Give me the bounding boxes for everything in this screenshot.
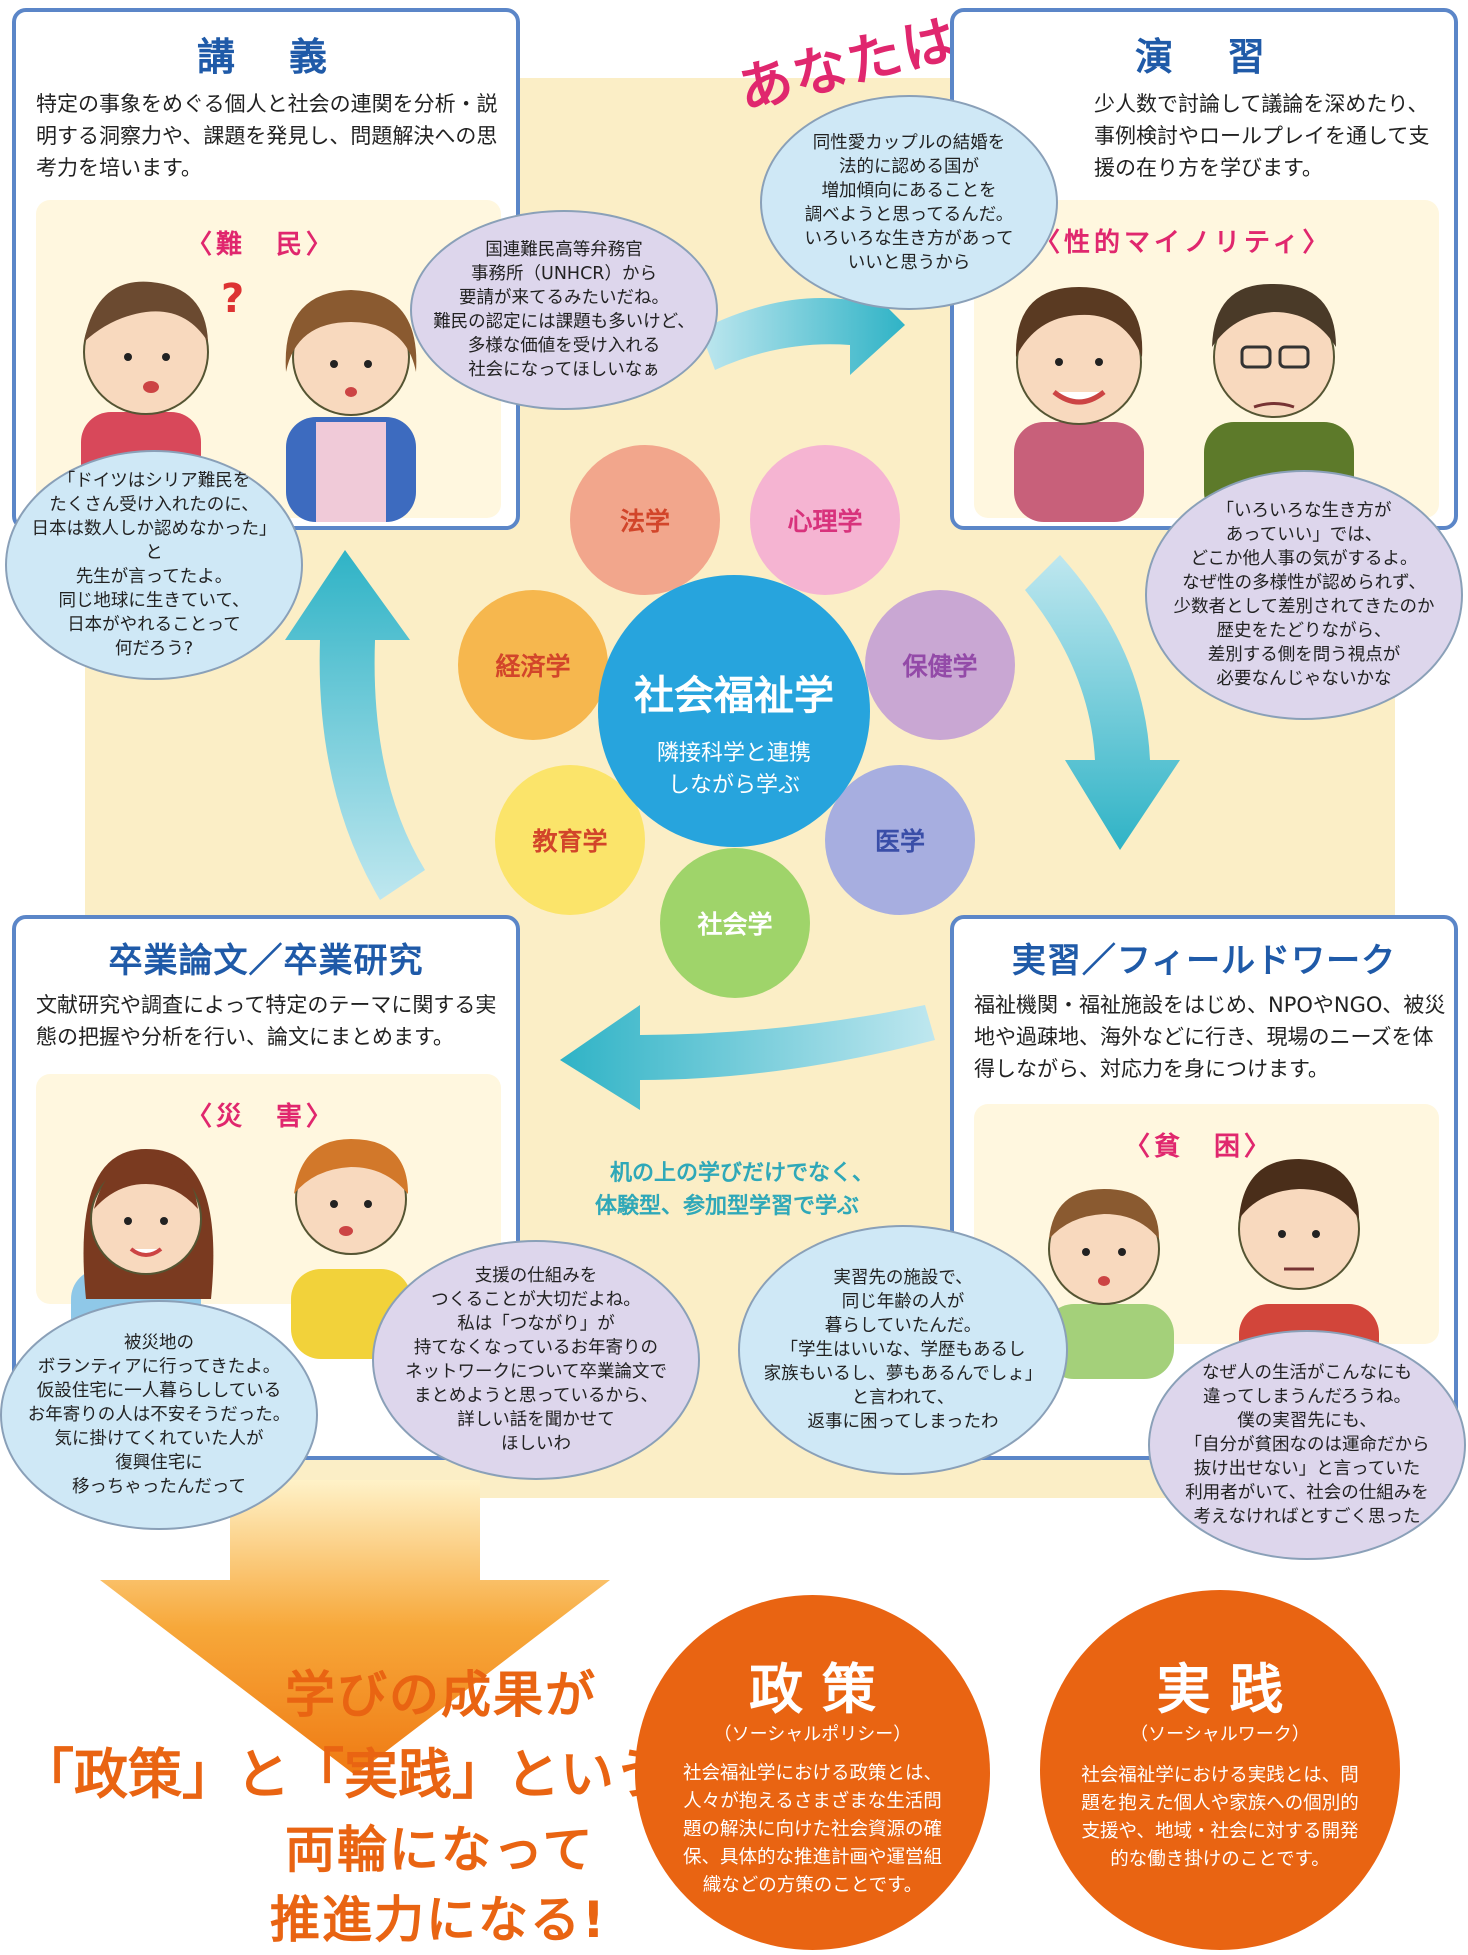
- practice-circle: 実 践 （ソーシャルワーク） 社会福祉学における実践とは、問題を抱えた個人や家族…: [1040, 1590, 1400, 1950]
- practice-desc: 社会福祉学における実践とは、問題を抱えた個人や家族への個別的支援や、地域・社会に…: [1081, 1765, 1359, 1870]
- lecture-bubble-left: 「ドイツはシリア難民を たくさん受け入れたのに、 日本は数人しか認めなかった」と…: [5, 450, 303, 680]
- petal-education: 教育学: [495, 765, 645, 915]
- svg-text:?: ?: [221, 276, 244, 322]
- thesis-topic: 〈災 害〉: [186, 1102, 337, 1132]
- seminar-bubble-top: 同性愛カップルの結婚を 法的に認める国が 増加傾向にあることを 調べようと思って…: [760, 95, 1058, 310]
- practice-sub: （ソーシャルワーク）: [1130, 1724, 1310, 1745]
- fieldwork-topic: 〈貧 困〉: [1124, 1132, 1275, 1162]
- seminar-bubble-right: 「いろいろな生き方が あっていい」では、 どこか他人事の気がするよ。 なぜ性の多…: [1145, 470, 1463, 720]
- result-line1: 学びの成果が: [285, 1666, 597, 1724]
- result-line2: 「政策」と「実践」という: [20, 1743, 668, 1806]
- petal-economics: 経済学: [458, 590, 608, 740]
- result-line4: 推進力になる!: [270, 1891, 607, 1949]
- arrow-left: [285, 550, 425, 900]
- hub-title: 社会福祉学: [634, 673, 834, 719]
- thesis-title: 卒業論文／卒業研究: [108, 941, 424, 981]
- lecture-title: 講 義: [196, 35, 335, 79]
- hub-sub2: しながら学ぶ: [667, 773, 800, 798]
- hub-circle: 社会福祉学 隣接科学と連携 しながら学ぶ: [598, 575, 870, 847]
- fieldwork-title: 実習／フィールドワーク: [1011, 941, 1397, 981]
- thesis-bubble-left: 被災地の ボランティアに行ってきたよ。 仮設住宅に一人暮らししている お年寄りの…: [0, 1300, 318, 1530]
- policy-sub: （ソーシャルポリシー）: [713, 1724, 912, 1745]
- arrow-right: [1025, 555, 1180, 850]
- experience-line1: 机の上の学びだけでなく、: [610, 1161, 875, 1186]
- policy-desc: 社会福祉学における政策とは、人々が抱えるさまざまな生活問題の解決に向けた社会資源…: [682, 1763, 942, 1896]
- lecture-topic: 〈難 民〉: [186, 230, 337, 260]
- practice-title: 実 践: [1156, 1658, 1284, 1721]
- seminar-desc: 少人数で討論して議論を深めたり、事例検討やロールプレイを通して支援の在り方を学び…: [1094, 92, 1430, 180]
- fieldwork-bubble-left: 実習先の施設で、 同じ年齢の人が 暮らしていたんだ。 「学生はいいな、学歴もある…: [738, 1225, 1068, 1475]
- experience-line2: 体験型、参加型学習で学ぶ: [595, 1194, 860, 1219]
- policy-title: 政 策: [749, 1658, 876, 1721]
- petal-psychology: 心理学: [750, 445, 900, 595]
- down-arrow: [100, 1480, 610, 1775]
- thesis-illustration: [71, 1139, 411, 1359]
- seminar-card: 演 習 少人数で討論して議論を深めたり、事例検討やロールプレイを通して支援の在り…: [950, 8, 1458, 530]
- seminar-topic: 〈性的マイノリティ〉: [1034, 228, 1333, 258]
- fieldwork-illustration: [1044, 1159, 1379, 1379]
- hub-sub1: 隣接科学と連携: [656, 741, 811, 766]
- petal-law: 法学: [570, 445, 720, 595]
- petal-sociology: 社会学: [660, 848, 810, 998]
- thesis-bubble-right: 支援の仕組みを つくることが大切だよね。 私は「つながり」が 持てなくなっている…: [372, 1240, 700, 1480]
- petal-health: 保健学: [865, 590, 1015, 740]
- thesis-desc: 文献研究や調査によって特定のテーマに関する実態の把握や分析を行い、論文にまとめま…: [36, 993, 497, 1049]
- seminar-title: 演 習: [1134, 35, 1273, 79]
- arrow-bottom: [560, 1005, 935, 1110]
- fieldwork-desc: 福祉機関・福祉施設をはじめ、NPOやNGO、被災地や過疎地、海外などに行き、現場…: [974, 993, 1446, 1081]
- lecture-desc: 特定の事象をめぐる個人と社会の連関を分析・説明する洞察力や、課題を発見し、問題解…: [36, 92, 498, 180]
- lecture-bubble-right: 国連難民高等弁務官 事務所（UNHCR）から 要請が来てるみたいだね。 難民の認…: [410, 210, 718, 410]
- fieldwork-bubble-right: なぜ人の生活がこんなにも 違ってしまうんだろうね。 僕の実習先にも、 「自分が貧…: [1148, 1330, 1466, 1560]
- result-line3: 両輪になって: [285, 1821, 595, 1879]
- petal-medicine: 医学: [825, 765, 975, 915]
- policy-circle: 政 策 （ソーシャルポリシー） 社会福祉学における政策とは、人々が抱えるさまざま…: [635, 1595, 990, 1950]
